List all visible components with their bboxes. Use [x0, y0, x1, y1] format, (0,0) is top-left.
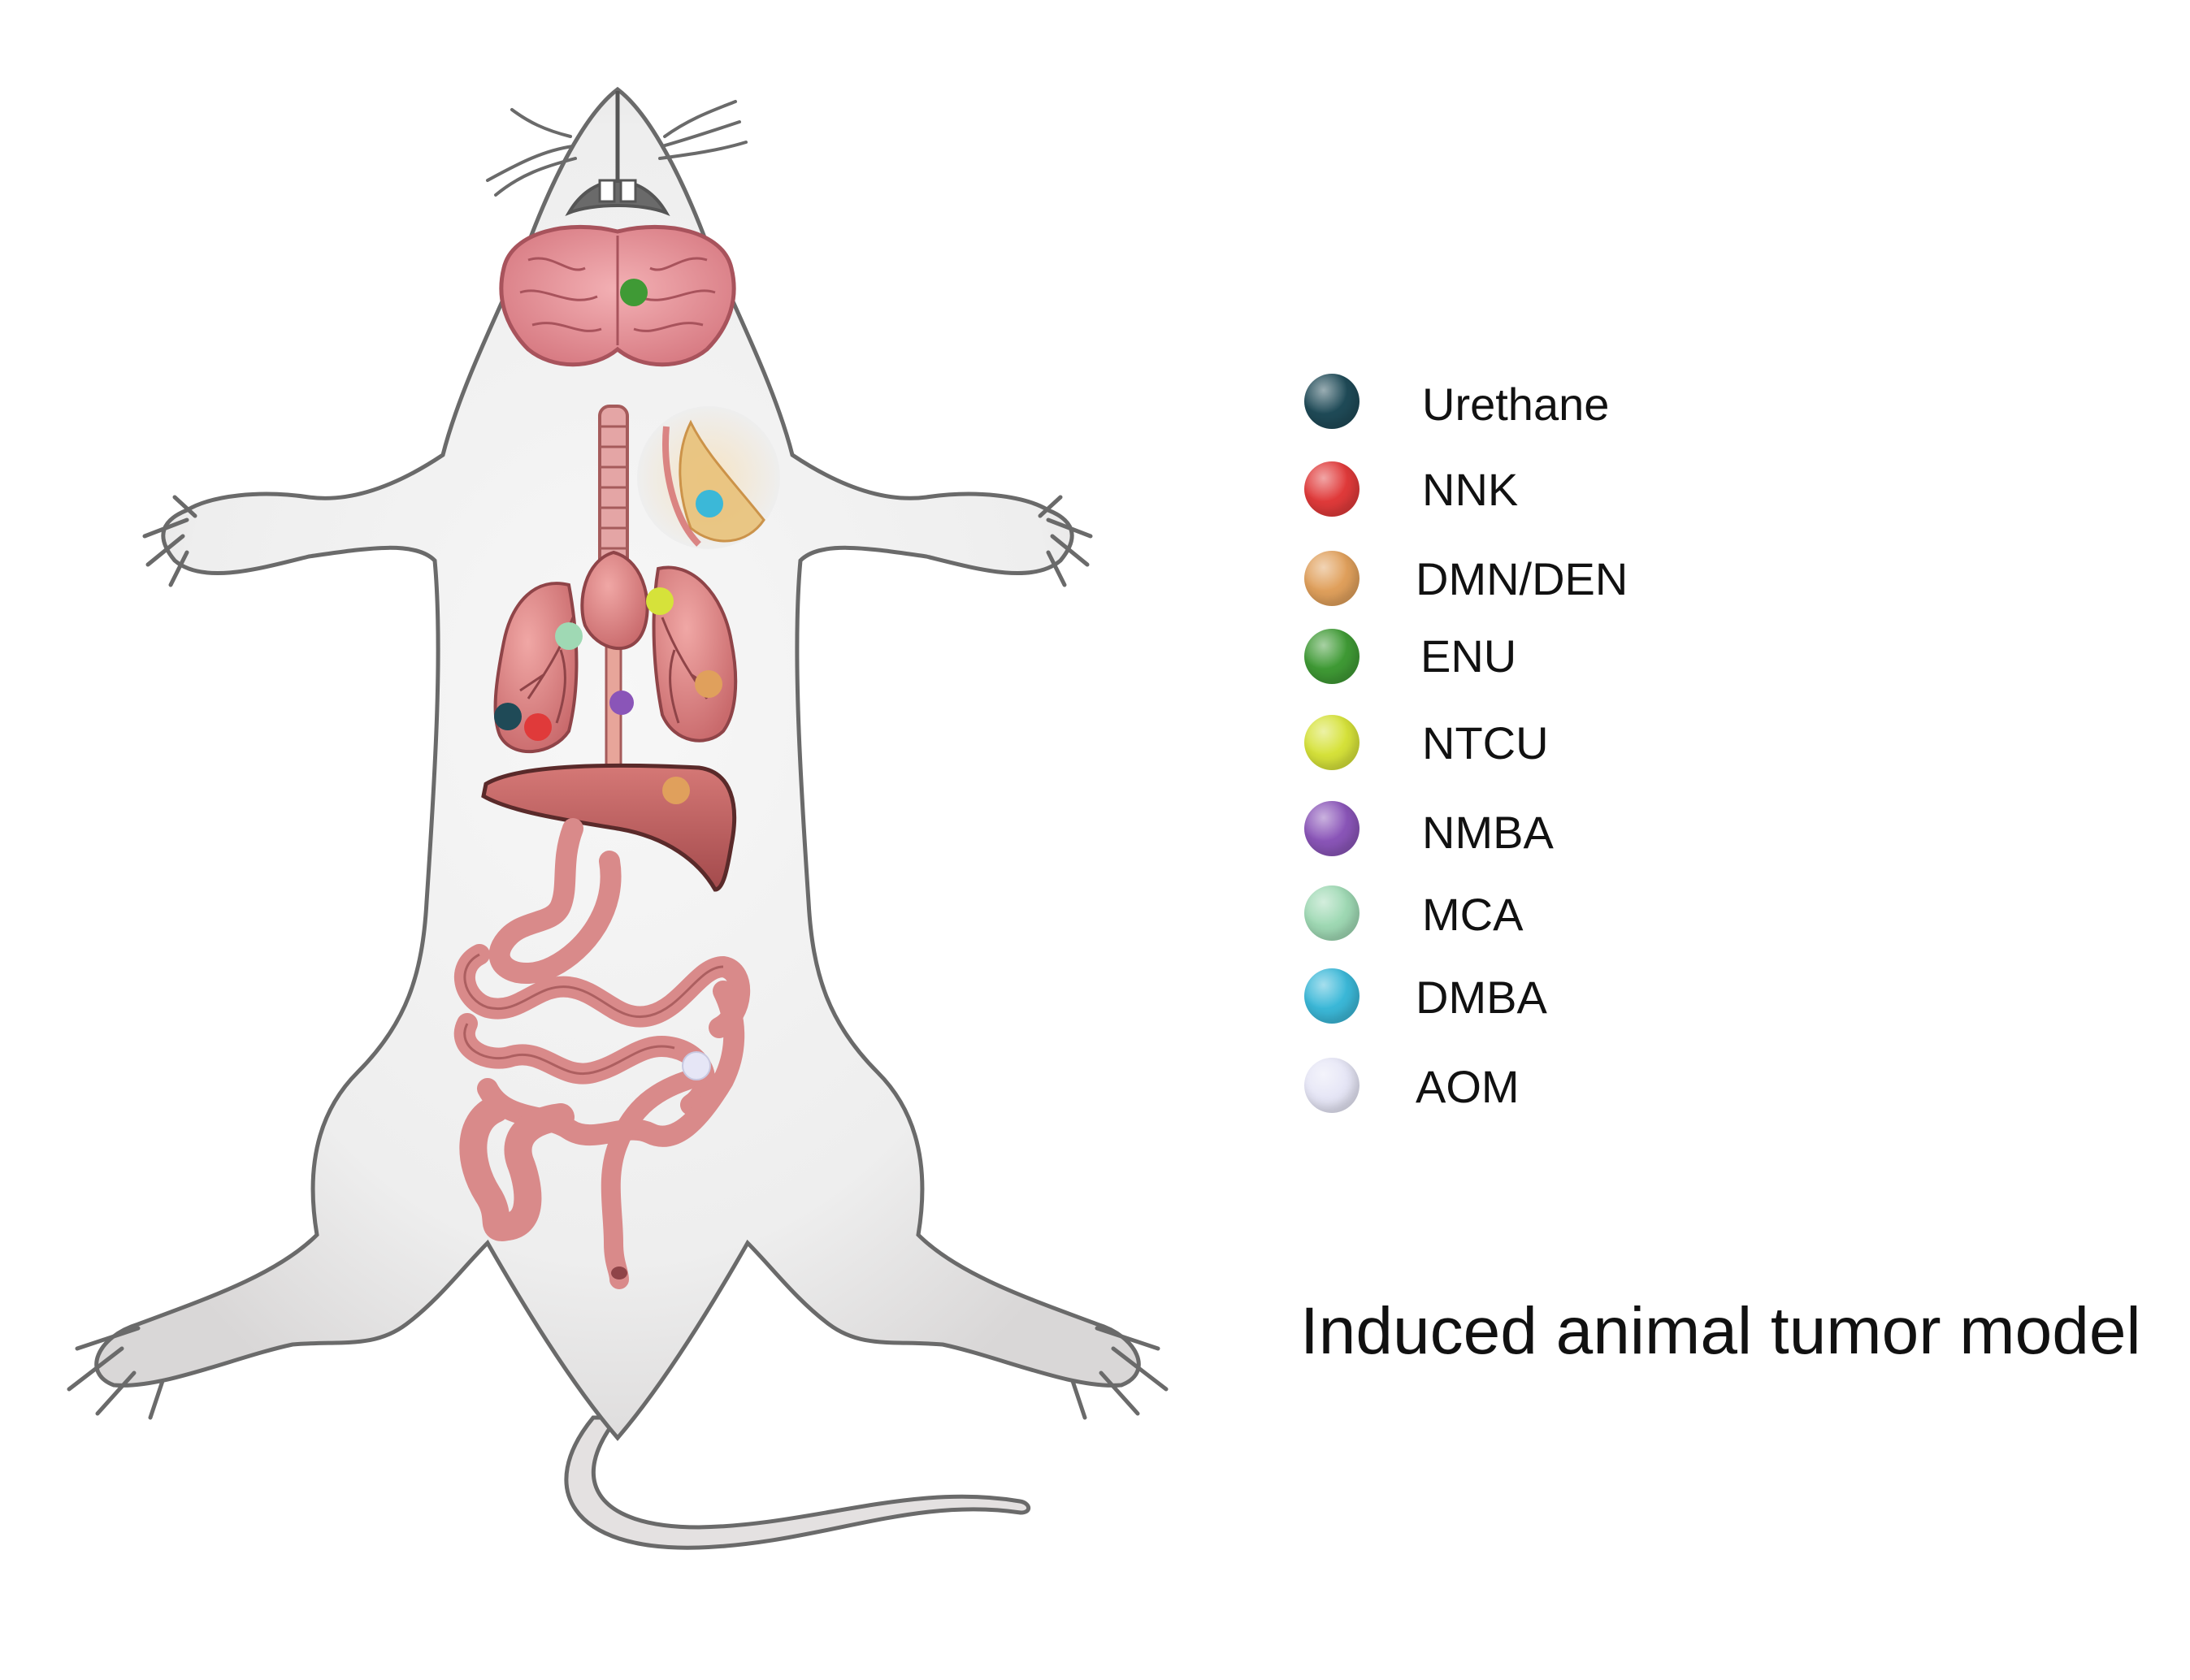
legend-label-nnk: NNK — [1422, 464, 1519, 515]
marker-aom-intestine — [682, 1051, 711, 1080]
legend-label-ntcu: NTCU — [1422, 717, 1549, 769]
legend-dot-nmba — [1304, 801, 1360, 856]
heart — [580, 550, 649, 650]
trachea-rings — [601, 425, 626, 570]
legend-dot-aom — [1304, 1058, 1360, 1113]
tooth-left — [598, 179, 616, 203]
whiskers — [486, 100, 748, 197]
brain-folds — [519, 236, 716, 345]
legend-dot-enu — [1304, 629, 1360, 684]
duodenum — [488, 818, 622, 984]
colon — [601, 1071, 696, 1289]
marker-dmn-den-liver — [662, 777, 690, 804]
marker-nmba-esophagus — [609, 691, 634, 715]
legend-dot-urethane — [1304, 374, 1360, 429]
marker-urethane-lung — [494, 703, 522, 730]
legend-dot-dmba — [1304, 968, 1360, 1024]
figure-title: Induced animal tumor model — [1300, 1294, 2141, 1368]
tumor-markers — [494, 279, 723, 1080]
paws — [67, 495, 1169, 1420]
anus — [611, 1266, 627, 1279]
marker-mca-lung — [555, 622, 583, 650]
legend-label-nmba: NMBA — [1422, 807, 1554, 858]
legend-label-dmba: DMBA — [1416, 972, 1547, 1023]
lung-right — [652, 565, 738, 743]
mouth — [565, 180, 670, 216]
legend-label-mca: MCA — [1422, 889, 1524, 940]
legend-dot-ntcu — [1304, 715, 1360, 770]
legend-dot-nnk — [1304, 461, 1360, 517]
marker-dmn-den-lung — [695, 670, 722, 698]
legend-label-dmn-den: DMN/DEN — [1416, 553, 1628, 604]
legend-label-aom: AOM — [1416, 1061, 1520, 1112]
legend-dot-dmn-den — [1304, 551, 1360, 606]
legend-label-enu: ENU — [1420, 630, 1517, 682]
marker-dmba-mammary — [696, 490, 723, 517]
legend-dot-mca — [1304, 885, 1360, 941]
tooth-right — [619, 179, 637, 203]
marker-nnk-lung — [524, 713, 552, 741]
marker-enu-brain — [620, 279, 648, 306]
tail — [564, 1415, 1031, 1550]
marker-ntcu-lung — [646, 587, 674, 615]
cecum — [459, 1095, 575, 1241]
mammary-skin — [662, 426, 701, 547]
legend-label-urethane: Urethane — [1422, 379, 1610, 430]
intestine-outline — [463, 953, 724, 1076]
